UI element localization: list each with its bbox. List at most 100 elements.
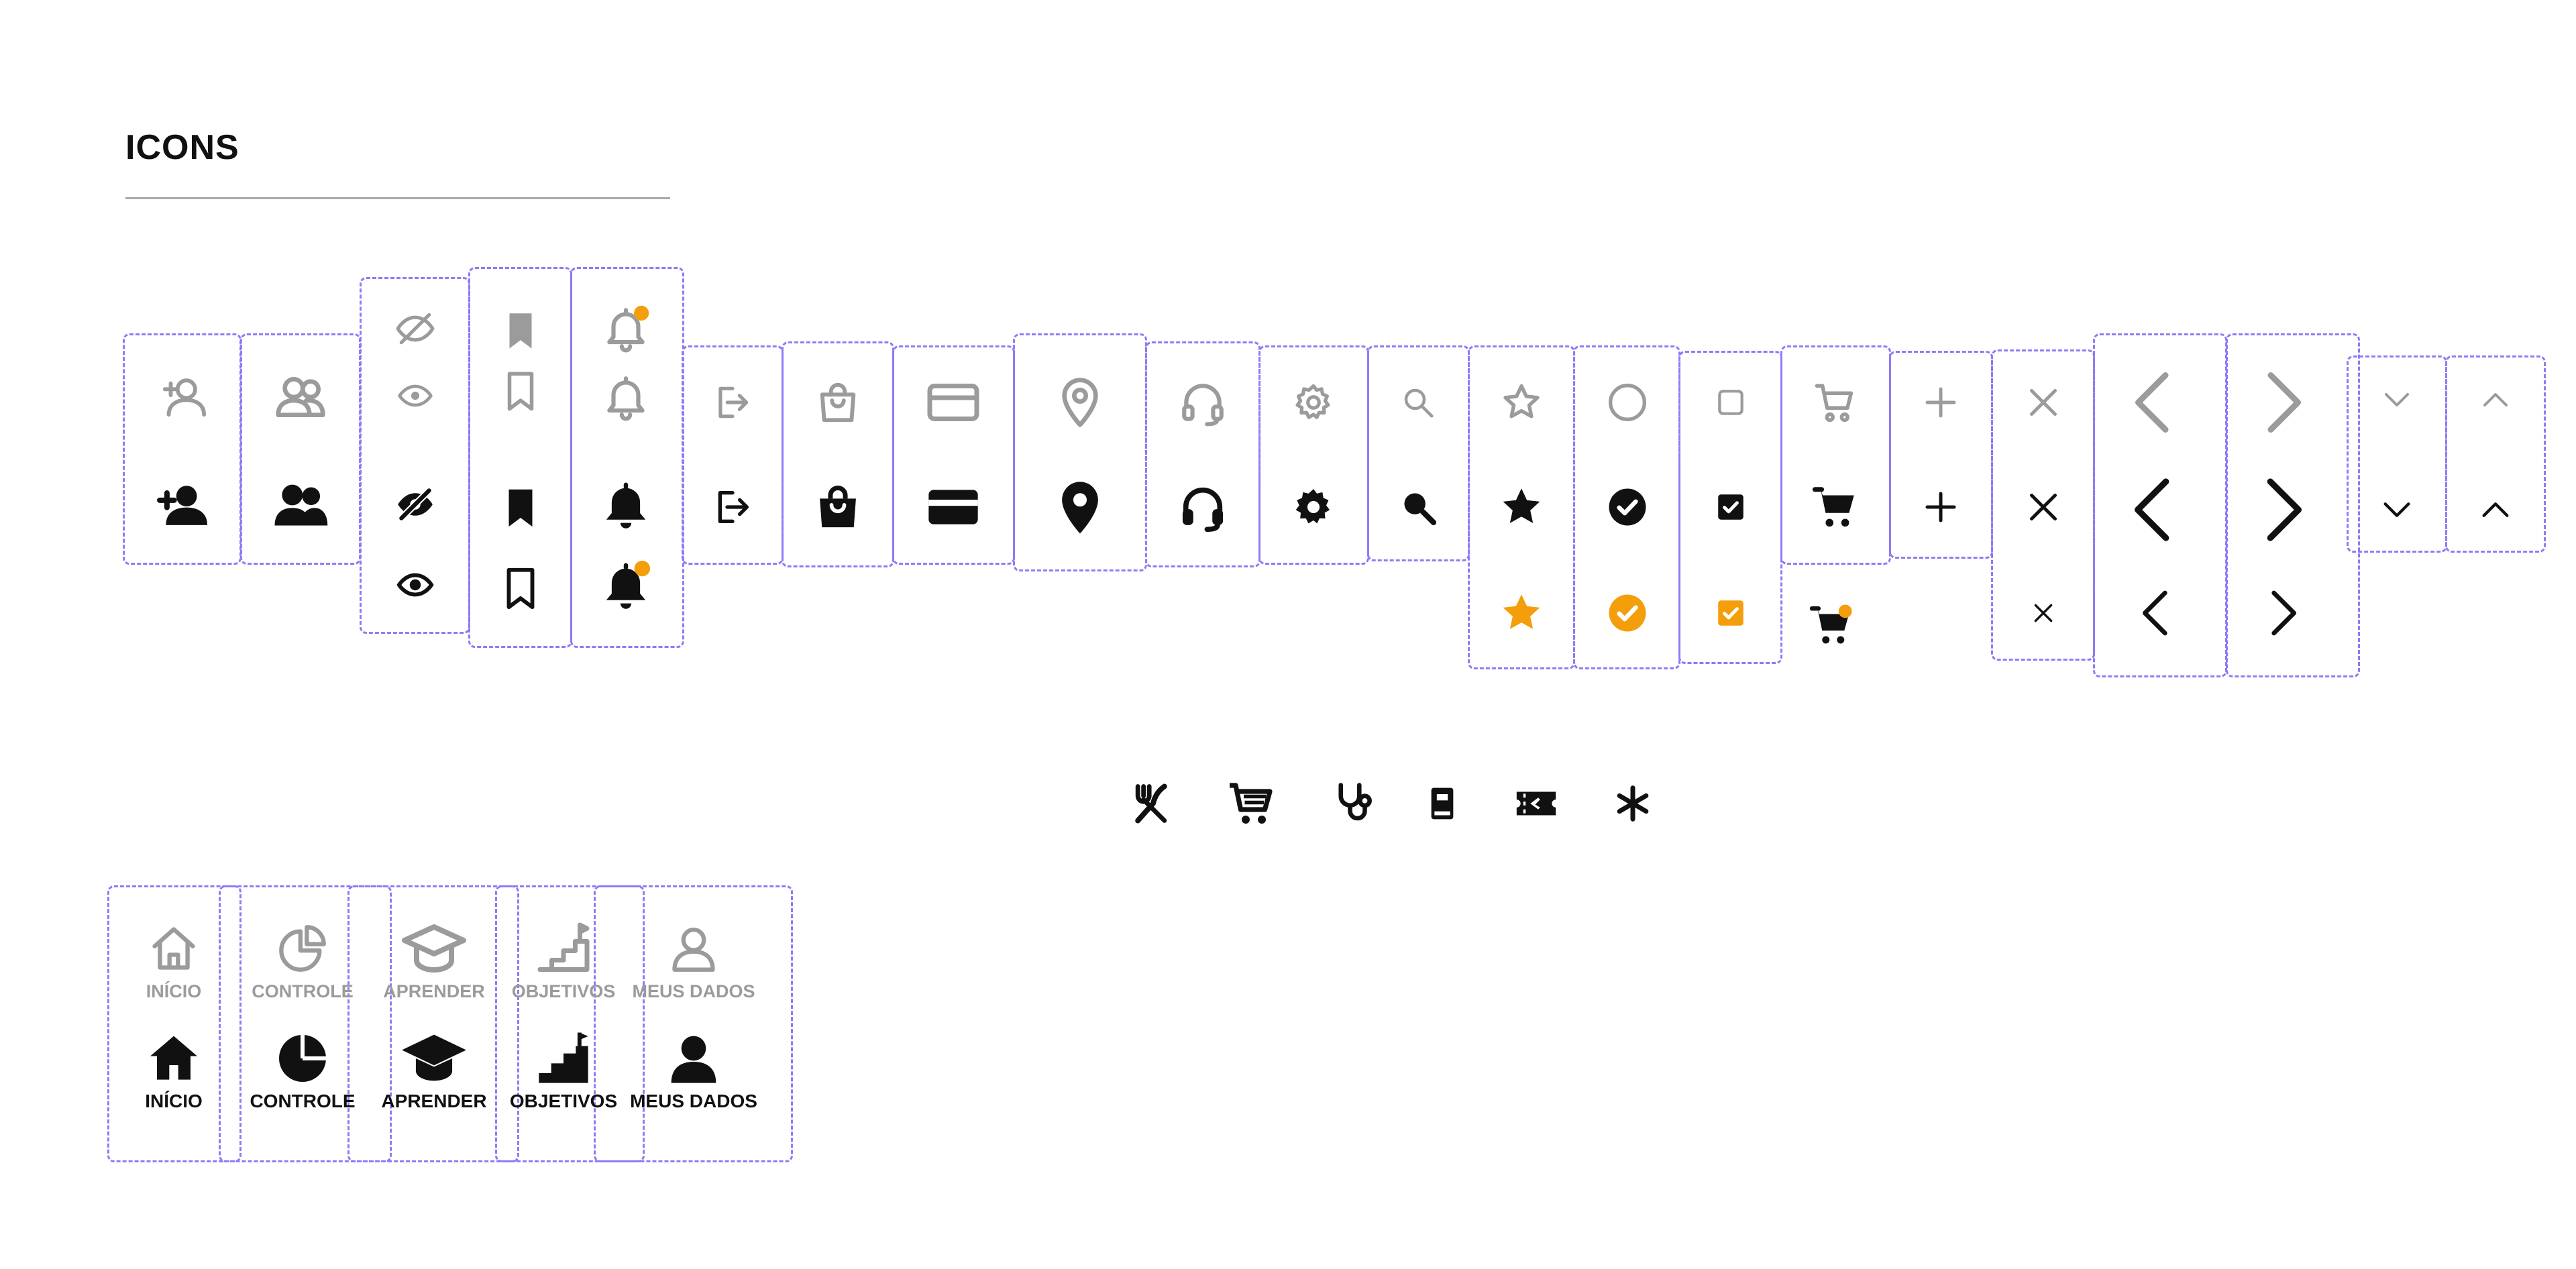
home-filled-icon [147,1032,201,1085]
gear-outline-icon [1293,382,1334,423]
star-filled-icon [1498,484,1545,531]
card-outline-icon [925,374,981,431]
nav-label-active-aprender[interactable]: APRENDER [381,1091,487,1111]
settings-icon-frame [1258,345,1369,565]
shopping-bag-icon-frame [782,341,894,567]
eye-outline-icon [396,377,434,415]
page-title: ICONS [125,128,239,167]
nav-label-active-inicio[interactable]: INÍCIO [145,1091,203,1111]
profile-filled-icon [667,1032,720,1085]
nav-label-inactive-meus-dados[interactable]: MEUS DADOS [632,981,755,1001]
location-pin-outline-icon [1053,376,1107,429]
bell-badge-outline-icon [601,304,651,353]
location-pin-filled-icon [1051,478,1109,536]
headset-outline-icon [1178,378,1228,427]
bookmark-outline-gray-icon [498,368,543,412]
asterisk-icon [1614,785,1652,822]
nav-label-inactive-objetivos[interactable]: OBJETIVOS [511,981,616,1001]
bell-badge-filled-icon [600,559,652,611]
gear-filled-icon [1291,484,1336,530]
title-divider [125,197,670,199]
cart-icon-frame [1780,345,1891,565]
chevron-left-large-icon [2116,472,2191,547]
chevron-right-small-icon [2256,586,2310,640]
add-user-outline-icon [159,374,206,421]
nav-tab-frame-objetivos [495,885,645,1162]
chevron-up-gray-icon [2479,384,2512,416]
pie-chart-filled-icon [276,1032,329,1085]
users-outline-icon [274,370,327,424]
search-icon-frame [1367,345,1470,561]
headset-filled-icon [1177,482,1228,533]
nav-label-inactive-controle[interactable]: CONTROLE [252,981,354,1001]
nav-label-active-controle[interactable]: CONTROLE [250,1091,356,1111]
search-outline-icon [1400,384,1436,421]
ticket-icon [1513,780,1560,827]
stairs-flag-outline-icon [535,920,592,977]
chevron-left-small-icon [2129,586,2183,640]
chevron-down-gray-icon [2381,384,2413,416]
chevron-up-icon [2478,492,2513,527]
logout-outline-icon [712,382,753,423]
circle-outline-icon [1606,381,1649,424]
users-filled-icon [272,476,329,533]
nav-label-inactive-inicio[interactable]: INÍCIO [146,981,202,1001]
star-outline-icon [1500,381,1543,424]
profile-outline-icon [668,923,719,974]
star-accent-icon [1498,590,1545,637]
eye-filled-icon [396,565,435,604]
graduation-cap-outline-icon [402,916,466,981]
cart-filled-icon [1812,484,1859,531]
grocery-cart-icon [1228,779,1276,828]
checkbox-empty-icon [1714,386,1748,419]
pie-chart-outline-icon [277,923,328,974]
home-outline-icon [148,923,199,974]
stethoscope-icon [1332,781,1376,826]
bag-filled-icon [812,482,863,533]
bookmark-outline-icon [497,564,544,611]
bell-filled-icon [600,478,652,531]
nav-tab-frame-inicio [107,885,241,1162]
plus-gray-icon [1921,382,1961,423]
logout-icon-frame [682,345,784,565]
chevron-up-icon-frame [2445,355,2546,553]
stairs-flag-filled-icon [534,1029,593,1088]
search-filled-icon [1399,488,1438,527]
check-circle-accent-icon [1605,591,1650,635]
logout-icon [711,486,754,529]
restaurant-icon [1128,781,1174,826]
nav-label-inactive-aprender[interactable]: APRENDER [383,981,485,1001]
chevron-down-icon [2379,492,2414,527]
close-gray-icon [2023,382,2063,423]
checkbox-checked-icon [1714,490,1748,524]
chevron-left-gray-icon [2117,366,2190,439]
graduation-cap-filled-icon [400,1025,468,1092]
nav-tab-frame-aprender [347,885,519,1162]
add-user-filled-icon [157,480,207,529]
eye-off-filled-icon [394,484,436,525]
bell-outline-icon [601,372,651,422]
nav-label-active-objetivos[interactable]: OBJETIVOS [509,1091,618,1111]
checkbox-checked-accent-icon [1714,596,1748,630]
nav-label-active-meus-dados[interactable]: MEUS DADOS [630,1091,757,1111]
nav-tab-frame-controle [219,885,392,1162]
close-small-icon [2030,600,2057,626]
bookmark-filled-gray-icon [498,308,543,352]
nav-tab-frame-meus-dados [594,885,793,1162]
bag-outline-icon [814,379,861,426]
add-user-icon-frame [123,333,241,565]
cart-badge-icon [1809,603,1854,647]
bookmark-filled-icon [497,484,544,531]
plus-icon [1921,487,1961,527]
check-circle-filled-icon [1605,485,1650,529]
eye-off-outline-icon [394,308,436,349]
chevron-right-gray-icon [2247,366,2319,439]
chevron-right-icon-frame [2226,333,2360,677]
card-filled-icon [924,478,983,537]
close-large-icon [2023,487,2063,527]
book-icon [1424,785,1461,822]
support-icon-frame [1145,341,1260,567]
cart-outline-icon [1813,380,1858,425]
chevron-right-large-icon [2245,472,2320,547]
